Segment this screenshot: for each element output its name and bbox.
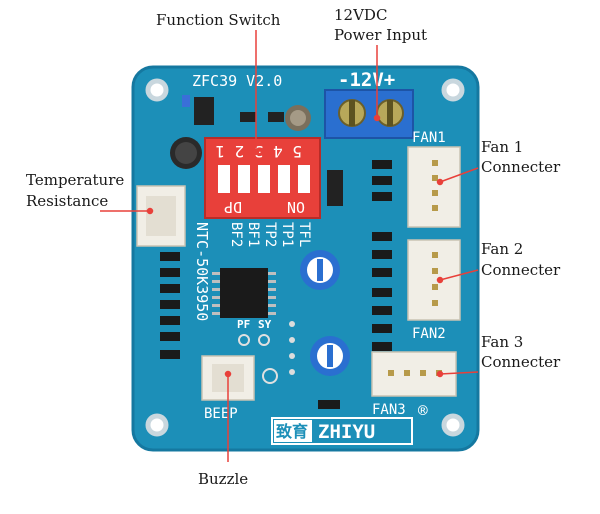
board-model-text: ZFC39 V2.0 bbox=[192, 72, 282, 90]
silk-tfl: TFL bbox=[296, 222, 312, 247]
temperature-connector bbox=[136, 185, 186, 247]
registered-mark: ® bbox=[418, 401, 428, 420]
callout-temperature-line1: Temperature bbox=[26, 171, 125, 189]
callout-power-line1: 12VDC bbox=[334, 6, 388, 24]
power-terminal-block: -12V+ bbox=[324, 69, 414, 139]
test-pads bbox=[289, 321, 295, 375]
callout-fan3-line1: Fan 3 bbox=[481, 333, 524, 351]
diode bbox=[327, 170, 343, 206]
silk-bf1: BF1 bbox=[245, 222, 261, 247]
callout-temperature-line2: Resistance bbox=[26, 192, 109, 210]
beep-silk: BEEP bbox=[204, 406, 238, 422]
fan2-silk: FAN2 bbox=[412, 326, 446, 342]
fan1-connector: FAN1 bbox=[407, 130, 461, 228]
potentiometer-1 bbox=[300, 250, 340, 290]
switch-dp-text: DP bbox=[224, 198, 242, 216]
smd-resistors-right bbox=[372, 160, 392, 351]
mounting-holes bbox=[145, 78, 465, 437]
transistor bbox=[194, 97, 214, 125]
callout-power-line2: Power Input bbox=[334, 26, 428, 44]
fan3-silk: FAN3 bbox=[372, 402, 406, 418]
brand-cn-text: 致育 bbox=[276, 422, 308, 441]
callout-lines bbox=[100, 30, 479, 462]
callout-fan1-line2: Connecter bbox=[481, 158, 561, 176]
fan2-connector: FAN2 bbox=[407, 239, 461, 342]
microcontroller-chip bbox=[212, 268, 276, 318]
potentiometer-2 bbox=[310, 336, 350, 376]
fan1-silk: FAN1 bbox=[412, 130, 446, 146]
silk-bf2: BF2 bbox=[228, 222, 244, 247]
callout-fan2-line2: Connecter bbox=[481, 261, 561, 279]
silk-sy: SY bbox=[258, 318, 272, 331]
smd-resistors-left bbox=[160, 252, 180, 359]
silk-tp1: TP1 bbox=[279, 222, 295, 247]
fan3-connector: FAN3 ® bbox=[371, 351, 457, 420]
callout-buzzle: Buzzle bbox=[198, 470, 249, 488]
brand-logo: 致育 ZHIYU bbox=[271, 417, 413, 445]
silk-tp2: TP2 bbox=[262, 222, 278, 247]
function-dip-switch: 5 4 3 2 1 DP ON bbox=[204, 137, 321, 219]
brand-text: ZHIYU bbox=[318, 421, 375, 443]
silk-ntc: NTC-50K3950 bbox=[193, 222, 211, 321]
power-label: -12V+ bbox=[338, 69, 395, 91]
callout-function-switch: Function Switch bbox=[156, 11, 281, 29]
silk-pf: PF bbox=[237, 318, 250, 331]
callout-fan1-line1: Fan 1 bbox=[481, 138, 524, 156]
callout-fan3-line2: Connecter bbox=[481, 353, 561, 371]
callout-fan2-line1: Fan 2 bbox=[481, 240, 524, 258]
switch-on-text: ON bbox=[287, 198, 305, 216]
